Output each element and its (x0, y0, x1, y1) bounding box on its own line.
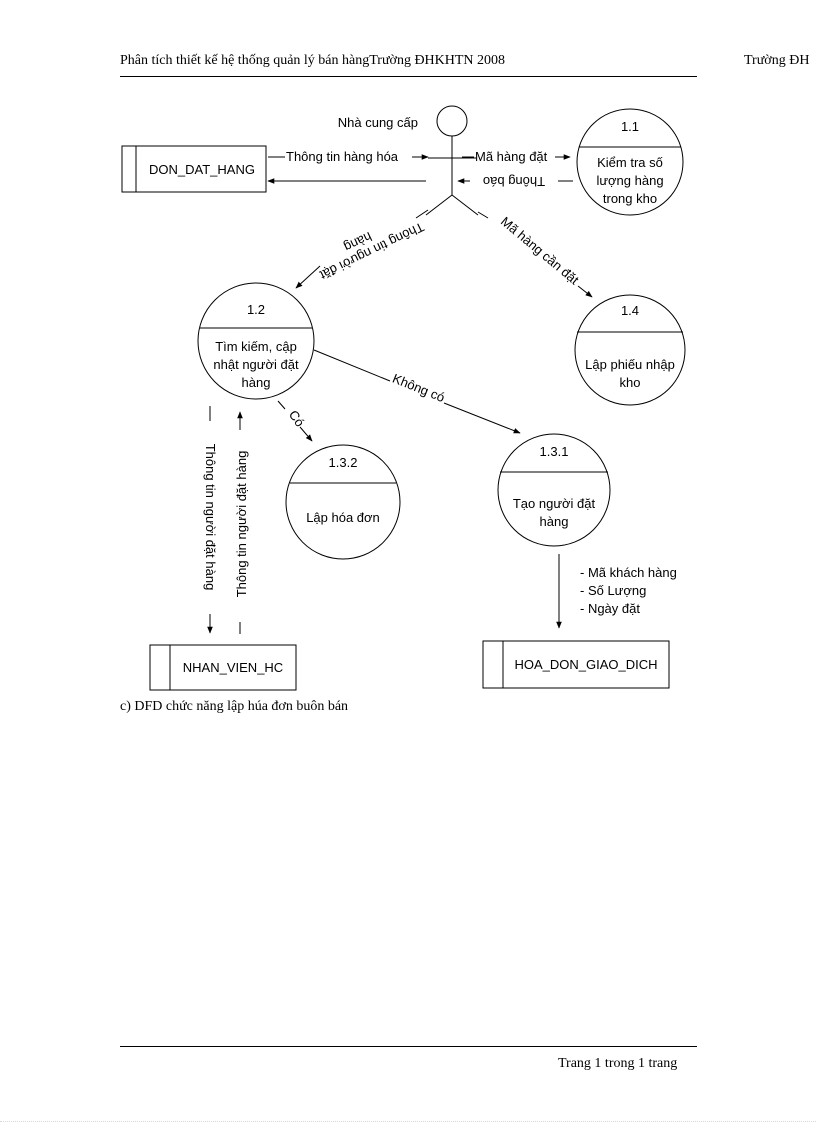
flow-thong-bao-label: Thông báo (483, 174, 545, 189)
flow-co-line (277, 400, 286, 410)
flow-ma-hang-can-dat-line (477, 211, 489, 219)
flow-to-1-2-line-a (415, 209, 429, 219)
header-title: Phân tích thiết kế hệ thống quản lý bán … (120, 53, 506, 68)
flow-ma-hang-can-dat-label: Mã hàng cần đặt (498, 214, 582, 288)
process-1-3-2-id: 1.3.2 (329, 455, 358, 470)
actor-nha-cung-cap (425, 105, 479, 216)
store-hoa-don-giao-dich (482, 640, 670, 689)
process-1-3-1-line-2: hàng (540, 514, 569, 529)
process-1-4-id: 1.4 (621, 303, 639, 318)
process-1-1-line-1: Kiểm tra số (597, 155, 663, 170)
process-1-2-line-1: Tìm kiếm, cập (215, 339, 297, 354)
process-1-1 (576, 108, 684, 216)
process-1-4-line-2: kho (620, 375, 641, 390)
flow-khong-co-label: Không có (390, 371, 447, 405)
page-bottom-edge (0, 1121, 816, 1122)
page-footer: Trang 1 trong 1 trang (558, 1056, 678, 1071)
flow-from-nhan-vien-label: Thông tin người đặt hàng (234, 451, 249, 598)
process-1-1-line-2: lượng hàng (596, 173, 663, 188)
process-1-3-1-line-1: Tạo người đặt (513, 496, 596, 511)
header-school: Trường ĐH (744, 53, 810, 68)
process-1-2-id: 1.2 (247, 302, 265, 317)
flow-hoa-don-field-3: - Ngày đặt (580, 601, 640, 616)
header-rule (120, 76, 697, 77)
flow-hoa-don-field-2: - Số Lượng (580, 583, 646, 598)
process-1-2 (197, 282, 315, 400)
flow-khong-co-arrow (443, 402, 521, 434)
process-1-1-id: 1.1 (621, 119, 639, 134)
actor-label: Nhà cung cấp (338, 115, 418, 130)
store-nhan-vien-hc (149, 644, 297, 691)
process-1-4 (574, 294, 686, 406)
footer-rule (120, 1046, 697, 1047)
flow-to-nhan-vien-label: Thông tin người đặt hàng (203, 444, 218, 591)
process-1-3-2 (285, 444, 401, 560)
store-nhan-vien-hc-label: NHAN_VIEN_HC (183, 660, 283, 675)
flow-khong-co-line (313, 349, 391, 382)
process-1-3-1-id: 1.3.1 (540, 444, 569, 459)
flow-co-arrow (299, 426, 313, 442)
flow-co-label: Có (286, 407, 308, 429)
flow-to-1-2-arrow (295, 265, 321, 289)
flow-to-1-2-label-a: Thông tin người đặt (317, 219, 426, 283)
process-1-3-2-line-1: Lập hóa đơn (306, 510, 380, 525)
process-1-3-1 (497, 433, 611, 547)
store-don-dat-hang-label: DON_DAT_HANG (149, 162, 255, 177)
store-hoa-don-giao-dich-label: HOA_DON_GIAO_DICH (514, 657, 657, 672)
flow-hoa-don-field-1: - Mã khách hàng (580, 565, 677, 580)
process-1-1-line-3: trong kho (603, 191, 657, 206)
figure-caption: c) DFD chức năng lập húa đơn buôn bán (120, 699, 349, 714)
store-don-dat-hang (121, 145, 267, 193)
process-1-4-line-1: Lập phiếu nhập (585, 357, 675, 372)
flow-thong-tin-hang-hoa-label: Thông tin hàng hóa (286, 149, 399, 164)
process-1-2-line-3: hàng (242, 375, 271, 390)
flow-ma-hang-can-dat-arrow (577, 285, 593, 298)
process-1-2-line-2: nhật người đặt (213, 357, 299, 372)
flow-ma-hang-dat-label: Mã hàng đặt (475, 149, 548, 164)
